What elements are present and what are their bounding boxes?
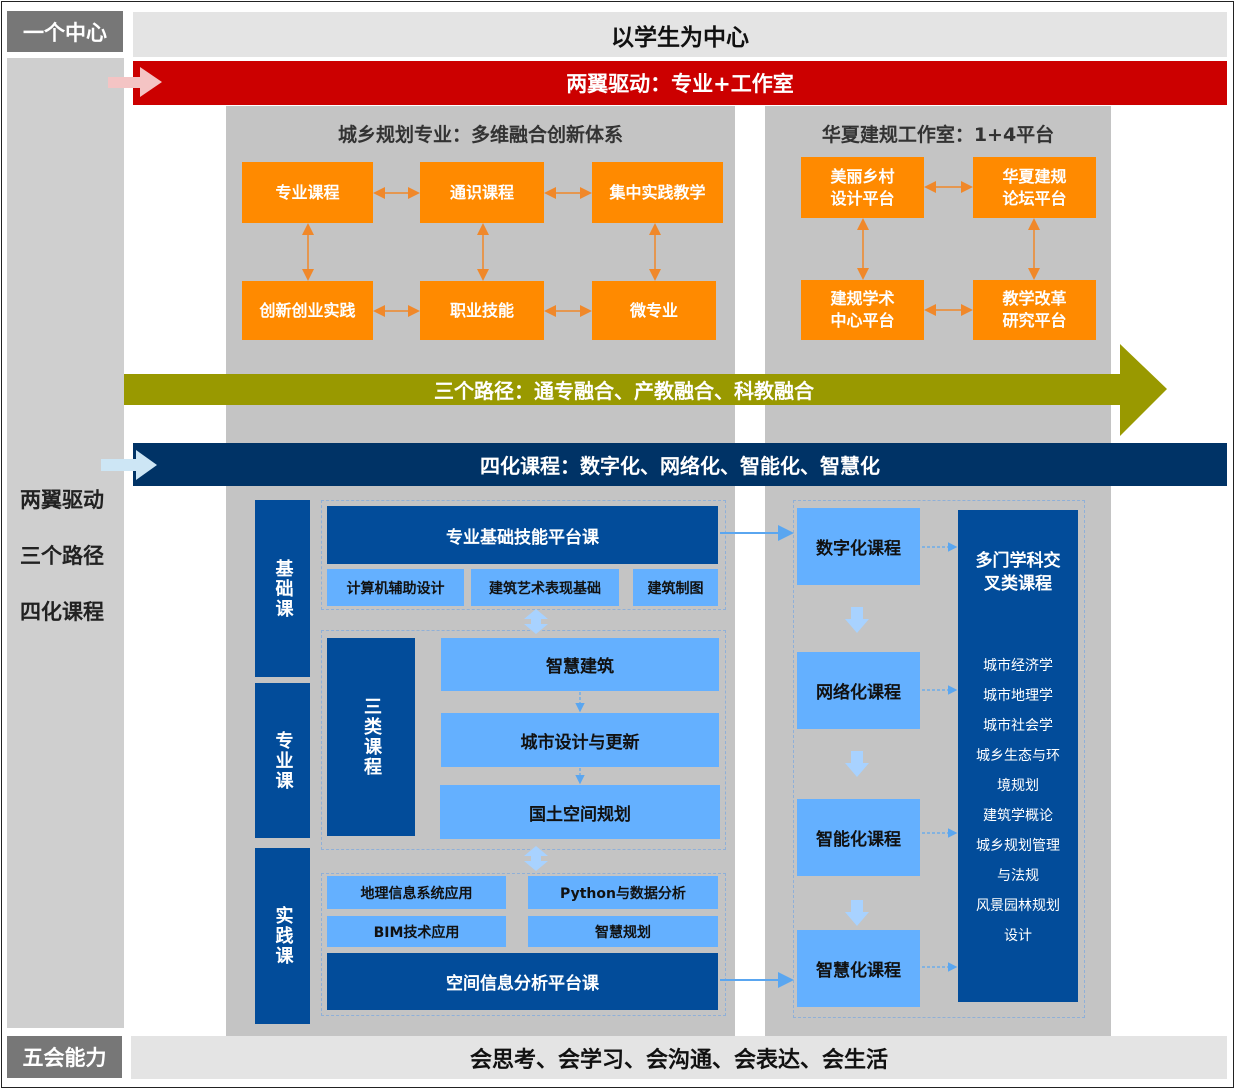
interdisciplinary-item: 城乡规划管理 bbox=[976, 838, 1060, 854]
four-course-network: 网络化课程 bbox=[797, 652, 920, 729]
updown-arrow-icons bbox=[524, 609, 548, 871]
interdisciplinary-item: 城市经济学 bbox=[983, 658, 1053, 674]
major-item: 职业技能 bbox=[420, 281, 544, 340]
basic-group-frame bbox=[321, 500, 726, 610]
abilities-bar: 会思考、会学习、会沟通、会表达、会生活 bbox=[131, 1036, 1227, 1079]
paths-arrow-label: 三个路径：通专融合、产教融合、科教融合 bbox=[434, 379, 814, 403]
label-three-paths: 三个路径 bbox=[20, 544, 104, 568]
basic-platform-course: 专业基础技能平台课 bbox=[327, 506, 718, 564]
interdisciplinary-title: 多门学科交叉类课程 bbox=[975, 551, 1061, 594]
major-item: 创新创业实践 bbox=[242, 281, 373, 340]
studio-item: 建规学术中心平台 bbox=[801, 280, 924, 340]
interdisciplinary-item: 风景园林规划 bbox=[976, 898, 1060, 914]
interdisciplinary-item: 与法规 bbox=[997, 868, 1039, 884]
header-title: 以学生为中心 bbox=[133, 12, 1227, 57]
four-course-intelligent: 智能化课程 bbox=[797, 799, 920, 876]
practice-group-frame bbox=[321, 873, 726, 1016]
interdisciplinary-item: 境规划 bbox=[997, 778, 1039, 794]
studio-panel-title: 华夏建规工作室：1+4平台 bbox=[821, 123, 1055, 146]
center-label: 一个中心 bbox=[7, 11, 123, 52]
major-group-frame bbox=[321, 630, 726, 850]
studio-item: 美丽乡村设计平台 bbox=[801, 157, 924, 218]
studio-item: 教学改革研究平台 bbox=[973, 280, 1096, 340]
course-type-major: 专业课 bbox=[255, 683, 310, 838]
major-course: 城市设计与更新 bbox=[441, 713, 719, 767]
interdisciplinary-item: 城市社会学 bbox=[983, 718, 1053, 734]
down-arrow-icons bbox=[845, 607, 869, 926]
left-middle-labels: 两翼驱动 三个路径 四化课程 bbox=[20, 472, 104, 640]
interdisciplinary-item: 城市地理学 bbox=[983, 688, 1053, 704]
major-course: 智慧建筑 bbox=[441, 638, 719, 691]
four-course-smart: 智慧化课程 bbox=[797, 930, 920, 1007]
practice-course: 地理信息系统应用 bbox=[327, 876, 506, 909]
interdisciplinary-list: 城市经济学 城市地理学 城市社会学 城乡生态与环 境规划 建筑学概论 城乡规划管… bbox=[958, 651, 1078, 951]
major-item: 专业课程 bbox=[242, 162, 373, 223]
left-column bbox=[7, 58, 124, 1028]
major-panel-title: 城乡规划专业：多维融合创新体系 bbox=[337, 123, 623, 146]
major-item: 微专业 bbox=[592, 281, 716, 340]
studio-item: 华夏建规论坛平台 bbox=[973, 157, 1096, 218]
course-type-practice: 实践课 bbox=[255, 848, 310, 1024]
major-course: 国土空间规划 bbox=[440, 785, 720, 839]
label-two-wings: 两翼驱动 bbox=[20, 488, 104, 512]
four-course-digital: 数字化课程 bbox=[797, 508, 920, 585]
three-types-label: 三类课程 bbox=[327, 638, 415, 836]
major-item: 集中实践教学 bbox=[592, 162, 723, 223]
practice-course: BIM技术应用 bbox=[327, 916, 506, 947]
basic-course: 建筑制图 bbox=[633, 569, 718, 606]
interdisciplinary-item: 建筑学概论 bbox=[983, 808, 1053, 824]
basic-course: 计算机辅助设计 bbox=[327, 569, 464, 606]
practice-platform-course: 空间信息分析平台课 bbox=[327, 953, 718, 1010]
wings-bar: 两翼驱动：专业+工作室 bbox=[133, 61, 1227, 105]
label-four-courses: 四化课程 bbox=[20, 600, 104, 624]
courses-bar: 四化课程：数字化、网络化、智能化、智慧化 bbox=[133, 443, 1227, 486]
interdisciplinary-item: 设计 bbox=[1004, 928, 1032, 944]
basic-course: 建筑艺术表现基础 bbox=[471, 569, 619, 606]
practice-course: Python与数据分析 bbox=[528, 876, 718, 909]
four-courses-frame bbox=[793, 500, 1085, 1018]
course-type-basic: 基础课 bbox=[255, 500, 310, 677]
interdisciplinary-courses: 多门学科交叉类课程 城市经济学 城市地理学 城市社会学 城乡生态与环 境规划 建… bbox=[958, 510, 1078, 1002]
interdisciplinary-item: 城乡生态与环 bbox=[976, 748, 1060, 764]
practice-course: 智慧规划 bbox=[528, 916, 718, 947]
major-item: 通识课程 bbox=[420, 162, 544, 223]
abilities-label: 五会能力 bbox=[7, 1036, 122, 1078]
